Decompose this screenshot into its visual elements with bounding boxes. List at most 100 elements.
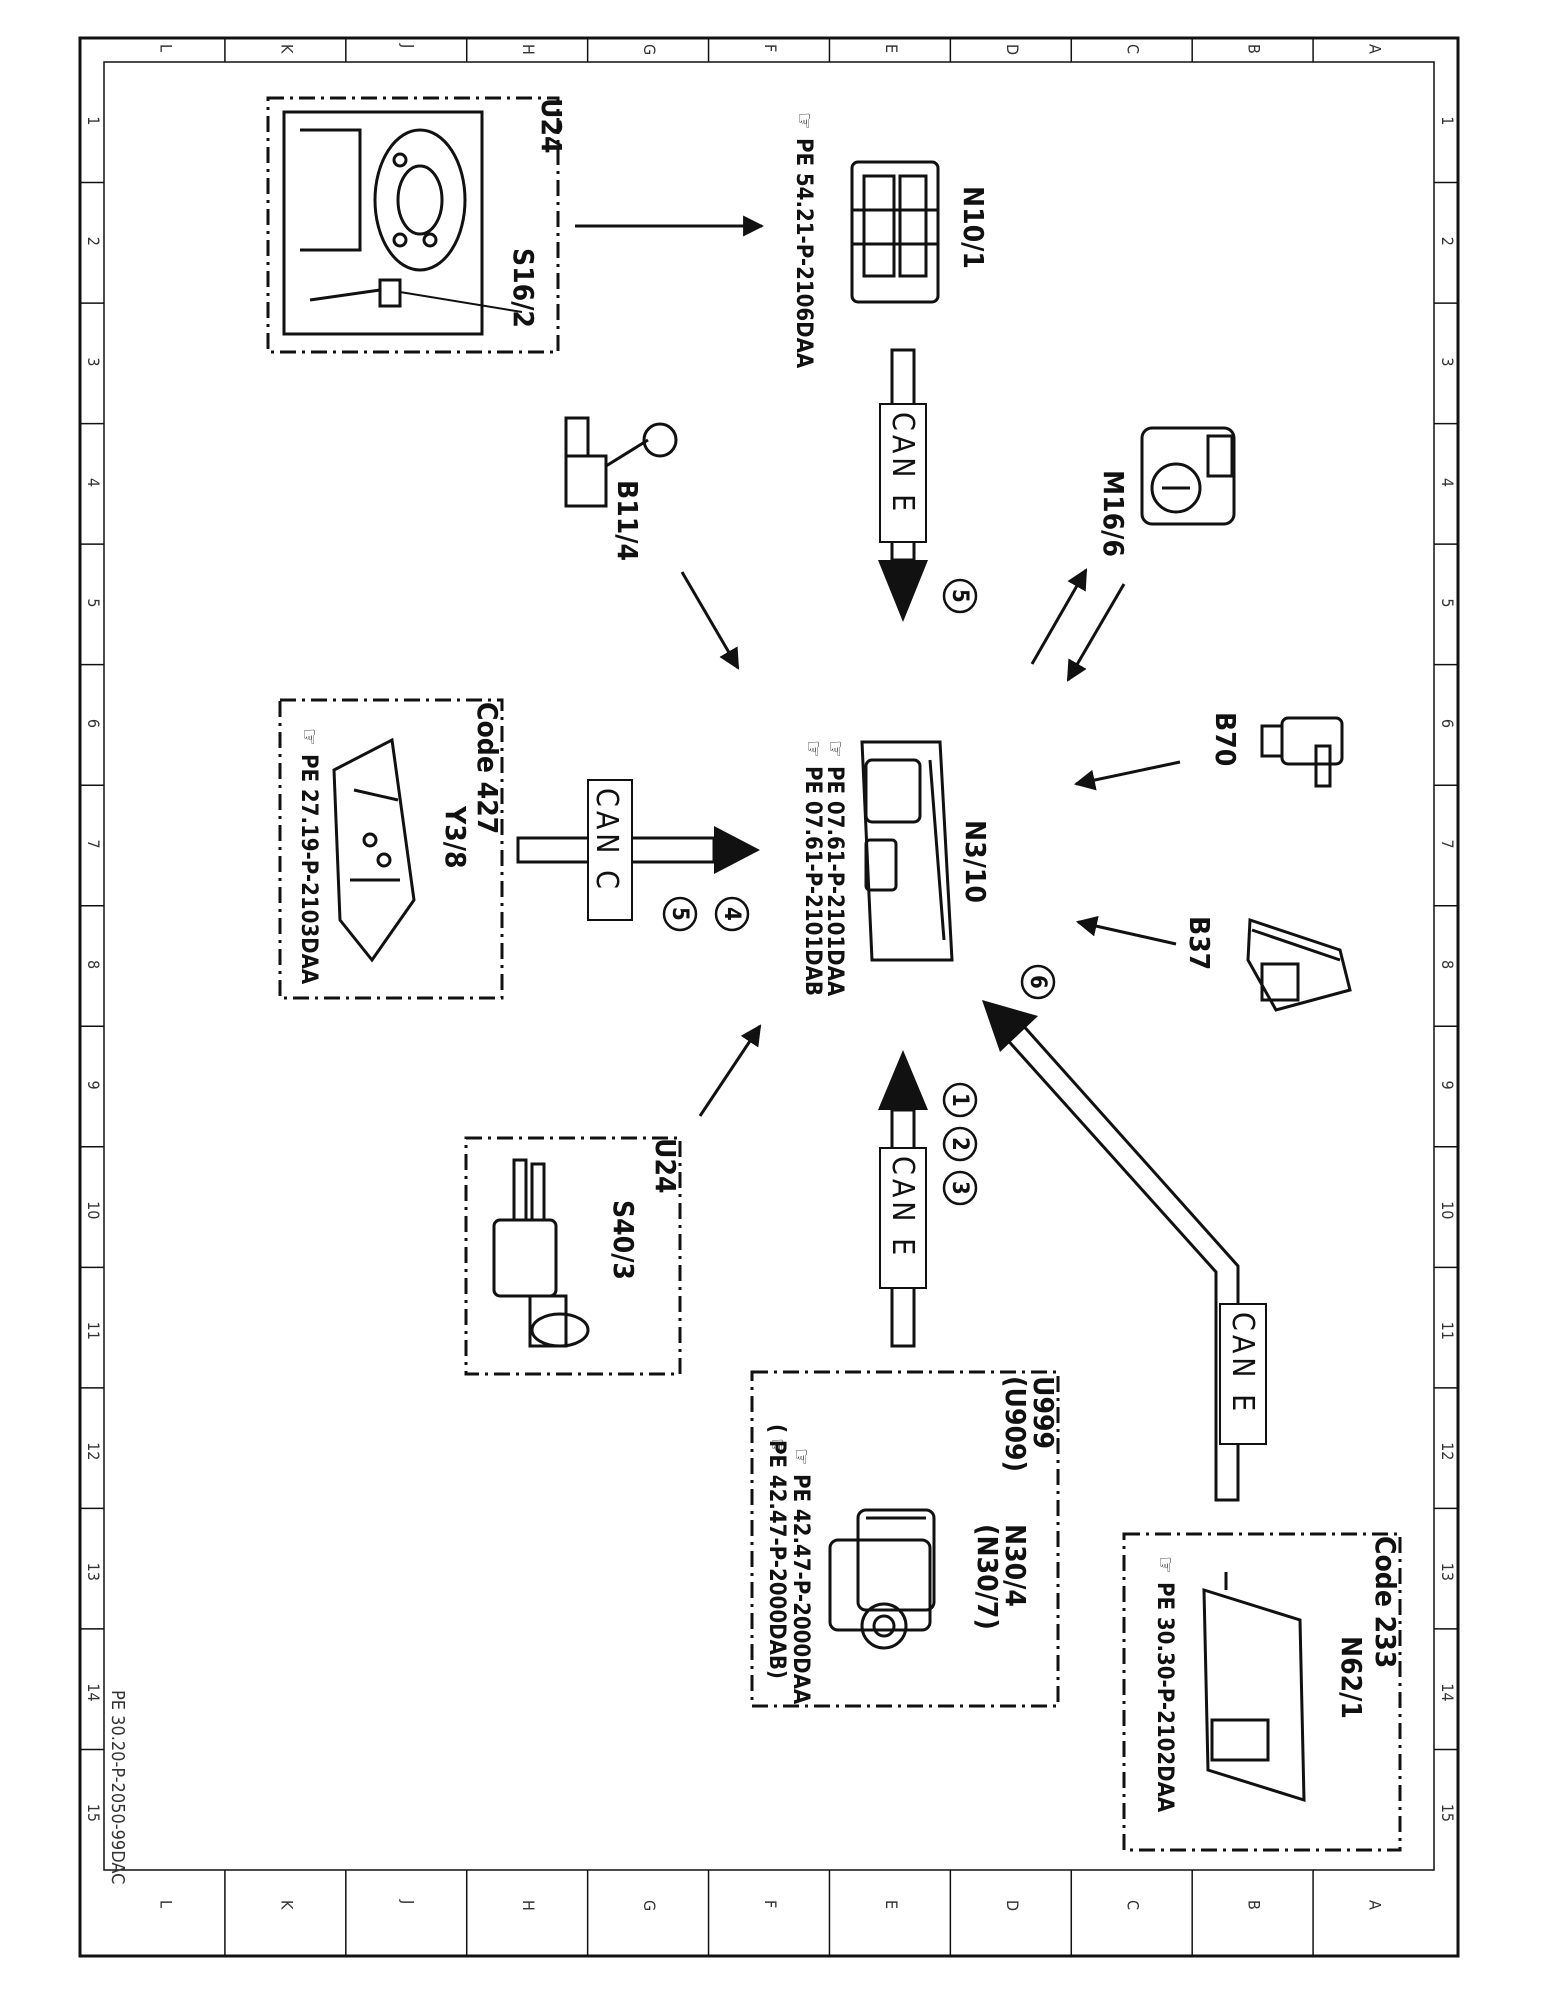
grid-number-left: 3 (84, 357, 103, 366)
grid-number-right: 4 (1438, 478, 1457, 487)
grid-letter-top: L (156, 44, 175, 52)
grid-number-left: 4 (84, 478, 103, 487)
grid-number-right: 2 (1438, 237, 1457, 246)
label-u24-bottom: U24 (649, 1138, 682, 1194)
grid-number-right: 7 (1438, 839, 1457, 848)
label-code233: Code 233 (1369, 1536, 1402, 1668)
label-b70: B70 (1209, 712, 1242, 766)
component-m16-6: M16/6 (1097, 426, 1236, 557)
label-u999: U999 (1027, 1376, 1060, 1449)
steering-column-image (282, 110, 484, 336)
grid-letter-top: C (1124, 44, 1143, 54)
svg-text:( PE 42.47-P-2000DAB): ( PE 42.47-P-2000DAB) (764, 1424, 789, 1679)
switch-image (492, 1158, 590, 1348)
svg-text:PE 07.61-P-2101DAA: PE 07.61-P-2101DAA (822, 766, 847, 997)
box-code427-y3-8: Code 427 Y3/8 ☞ PE 27.19-P-2103DAA (278, 698, 504, 1000)
document-id: PE 30.20-P-2050-99DAC (107, 1690, 128, 1884)
grid-letter-top: B (1245, 44, 1264, 54)
label-b11-4: B11/4 (611, 480, 644, 561)
svg-text:5: 5 (947, 589, 972, 603)
label-n30-4: N30/4 (999, 1524, 1032, 1607)
grid-number-left: 8 (84, 960, 103, 969)
svg-text:PE 54.21-P-2106DAA: PE 54.21-P-2106DAA (791, 138, 816, 369)
can-bus-left: CAN C 4 5 (516, 779, 760, 932)
abs-module-image (828, 1508, 936, 1650)
can-bus-right: CAN E 6 (982, 964, 1267, 1502)
label-can-top: CAN E (885, 412, 920, 515)
grid-letter-bottom: F (761, 1900, 780, 1908)
grid-number-right: 1 (1438, 116, 1457, 125)
marker-2 (942, 1126, 978, 1162)
label-can-left: CAN C (589, 788, 624, 893)
marker-4 (714, 896, 750, 932)
crank-sensor-image (1260, 716, 1344, 788)
label-n3-10: N3/10 (959, 820, 992, 903)
book-icon: ☞ (296, 728, 321, 746)
label-n10-1: N10/1 (957, 186, 990, 269)
grid-number-left: 7 (84, 839, 103, 848)
svg-text:PE 30.30-P-2102DAA: PE 30.30-P-2102DAA (1152, 1582, 1177, 1813)
grid-number-right: 13 (1438, 1563, 1457, 1581)
grid-letter-top: A (1366, 44, 1385, 54)
grid-number-left: 9 (84, 1081, 103, 1090)
svg-text:5: 5 (667, 907, 692, 921)
grid-number-left: 11 (84, 1322, 103, 1340)
svg-text:2: 2 (947, 1137, 972, 1151)
temp-sensor-image (564, 416, 678, 508)
ref-n62-1: ☞ PE 30.30-P-2102DAA (1152, 1556, 1177, 1813)
grid-number-left: 6 (84, 719, 103, 728)
label-b37: B37 (1183, 916, 1216, 970)
grid-number-right: 8 (1438, 960, 1457, 969)
marker-1 (942, 1082, 978, 1118)
component-b37: B37 (1183, 916, 1352, 1012)
book-icon: ☞ (788, 1448, 813, 1466)
book-icon: ☞ (1152, 1556, 1177, 1574)
parktronic-module-image (1202, 1572, 1306, 1803)
box-u24-s16-2: U24 S16/2 (266, 96, 568, 354)
pedal-sensor-image (1246, 917, 1352, 1012)
marker-5-left (662, 896, 698, 932)
sam-module-image (850, 160, 940, 304)
box-code233-n62-1: Code 233 N62/1 ☞ PE 30.30-P-2102DAA (1122, 1532, 1402, 1852)
label-s16-2: S16/2 (507, 248, 540, 328)
book-icon: ☞ (791, 112, 816, 130)
svg-text:3: 3 (947, 1181, 972, 1195)
grid-number-left: 13 (84, 1563, 103, 1581)
grid-letter-bottom: B (1245, 1900, 1264, 1910)
marker-5-top (942, 578, 978, 614)
grid-letter-bottom: E (882, 1900, 901, 1909)
grid-letter-top: H (519, 44, 538, 55)
svg-text:1: 1 (947, 1093, 972, 1107)
component-n3-10: N3/10 ☞ PE 07.61-P-2101DAA ☞ PE 07.61-P-… (800, 740, 992, 997)
ref-n30-b: ( PE 42.47-P-2000DAB) ☞ (764, 1424, 789, 1679)
ecu-image (860, 740, 954, 962)
grid-letter-top: F (761, 44, 780, 52)
signal-arrow-n3-to-m16 (1030, 568, 1088, 665)
grid-letter-bottom: G (640, 1900, 659, 1911)
valve-body-image (332, 737, 416, 963)
book-icon: ☞ (764, 1438, 789, 1456)
component-n10-1: N10/1 ☞ PE 54.21-P-2106DAA (791, 112, 990, 369)
grid-letter-top: G (640, 44, 659, 55)
grid-number-left: 10 (84, 1201, 103, 1219)
grid-number-left: 2 (84, 237, 103, 246)
outer-frame (78, 36, 1460, 1958)
grid-letter-bottom: C (1124, 1900, 1143, 1910)
signal-arrow-m16-to-n3 (1066, 583, 1126, 682)
grid-letter-top: K (277, 44, 296, 54)
grid-letter-top: J (398, 43, 417, 48)
signal-arrow-b11-4 (680, 571, 740, 670)
box-u999-n30-4: U999 (U909) N30/4 (N30/7) ☞ PE 42.47-P-2… (750, 1370, 1060, 1708)
grid-number-right: 11 (1438, 1322, 1457, 1340)
svg-text:PE 07.61-P-2101DAB: PE 07.61-P-2101DAB (800, 766, 825, 996)
svg-text:PE 42.47-P-2000DAA: PE 42.47-P-2000DAA (788, 1474, 813, 1705)
signal-arrow-b37 (1075, 915, 1177, 946)
marker-3 (942, 1170, 978, 1206)
inner-frame (103, 61, 1435, 1871)
grid-number-right: 12 (1438, 1442, 1457, 1460)
grid-letter-bottom: H (519, 1900, 538, 1911)
svg-text:4: 4 (719, 907, 744, 921)
ref-n3-10-b: ☞ PE 07.61-P-2101DAB (800, 740, 825, 996)
